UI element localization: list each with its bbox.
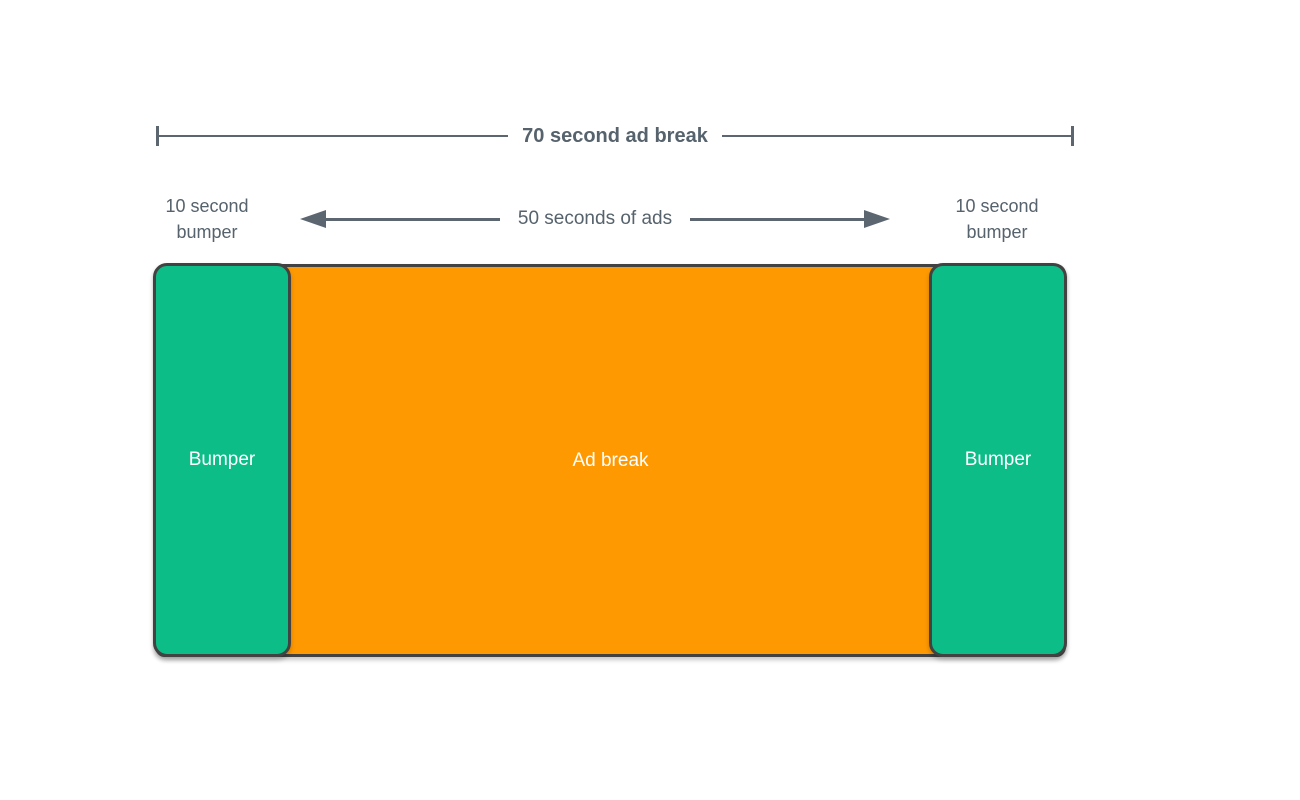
right-bumper-caption: 10 second bumper bbox=[955, 196, 1039, 242]
ad-break-block: Ad break bbox=[155, 264, 1066, 657]
right-bumper-block: Bumper bbox=[929, 263, 1067, 657]
total-duration-label: 70 second ad break bbox=[522, 124, 708, 147]
arrowhead-left-icon bbox=[300, 210, 326, 228]
total-duration-dimension-line: 70 second ad break bbox=[156, 124, 1074, 148]
dimension-tick-right bbox=[1071, 126, 1074, 146]
dimension-rule-right bbox=[721, 135, 1071, 137]
arrow-rule-left bbox=[326, 217, 500, 221]
arrow-rule-right bbox=[690, 217, 864, 221]
dimension-tick-left bbox=[156, 126, 159, 146]
dimension-rule-left bbox=[159, 135, 509, 137]
right-bumper-block-label: Bumper bbox=[964, 449, 1032, 470]
ads-duration-label: 50 seconds of ads bbox=[517, 208, 673, 229]
left-bumper-block: Bumper bbox=[153, 263, 291, 657]
left-bumper-caption: 10 second bumper bbox=[165, 196, 249, 242]
arrowhead-right-icon bbox=[864, 210, 890, 228]
ads-duration-arrow: 50 seconds of ads bbox=[300, 207, 890, 231]
left-bumper-block-label: Bumper bbox=[188, 449, 256, 470]
ad-break-block-label: Ad break bbox=[572, 449, 649, 471]
